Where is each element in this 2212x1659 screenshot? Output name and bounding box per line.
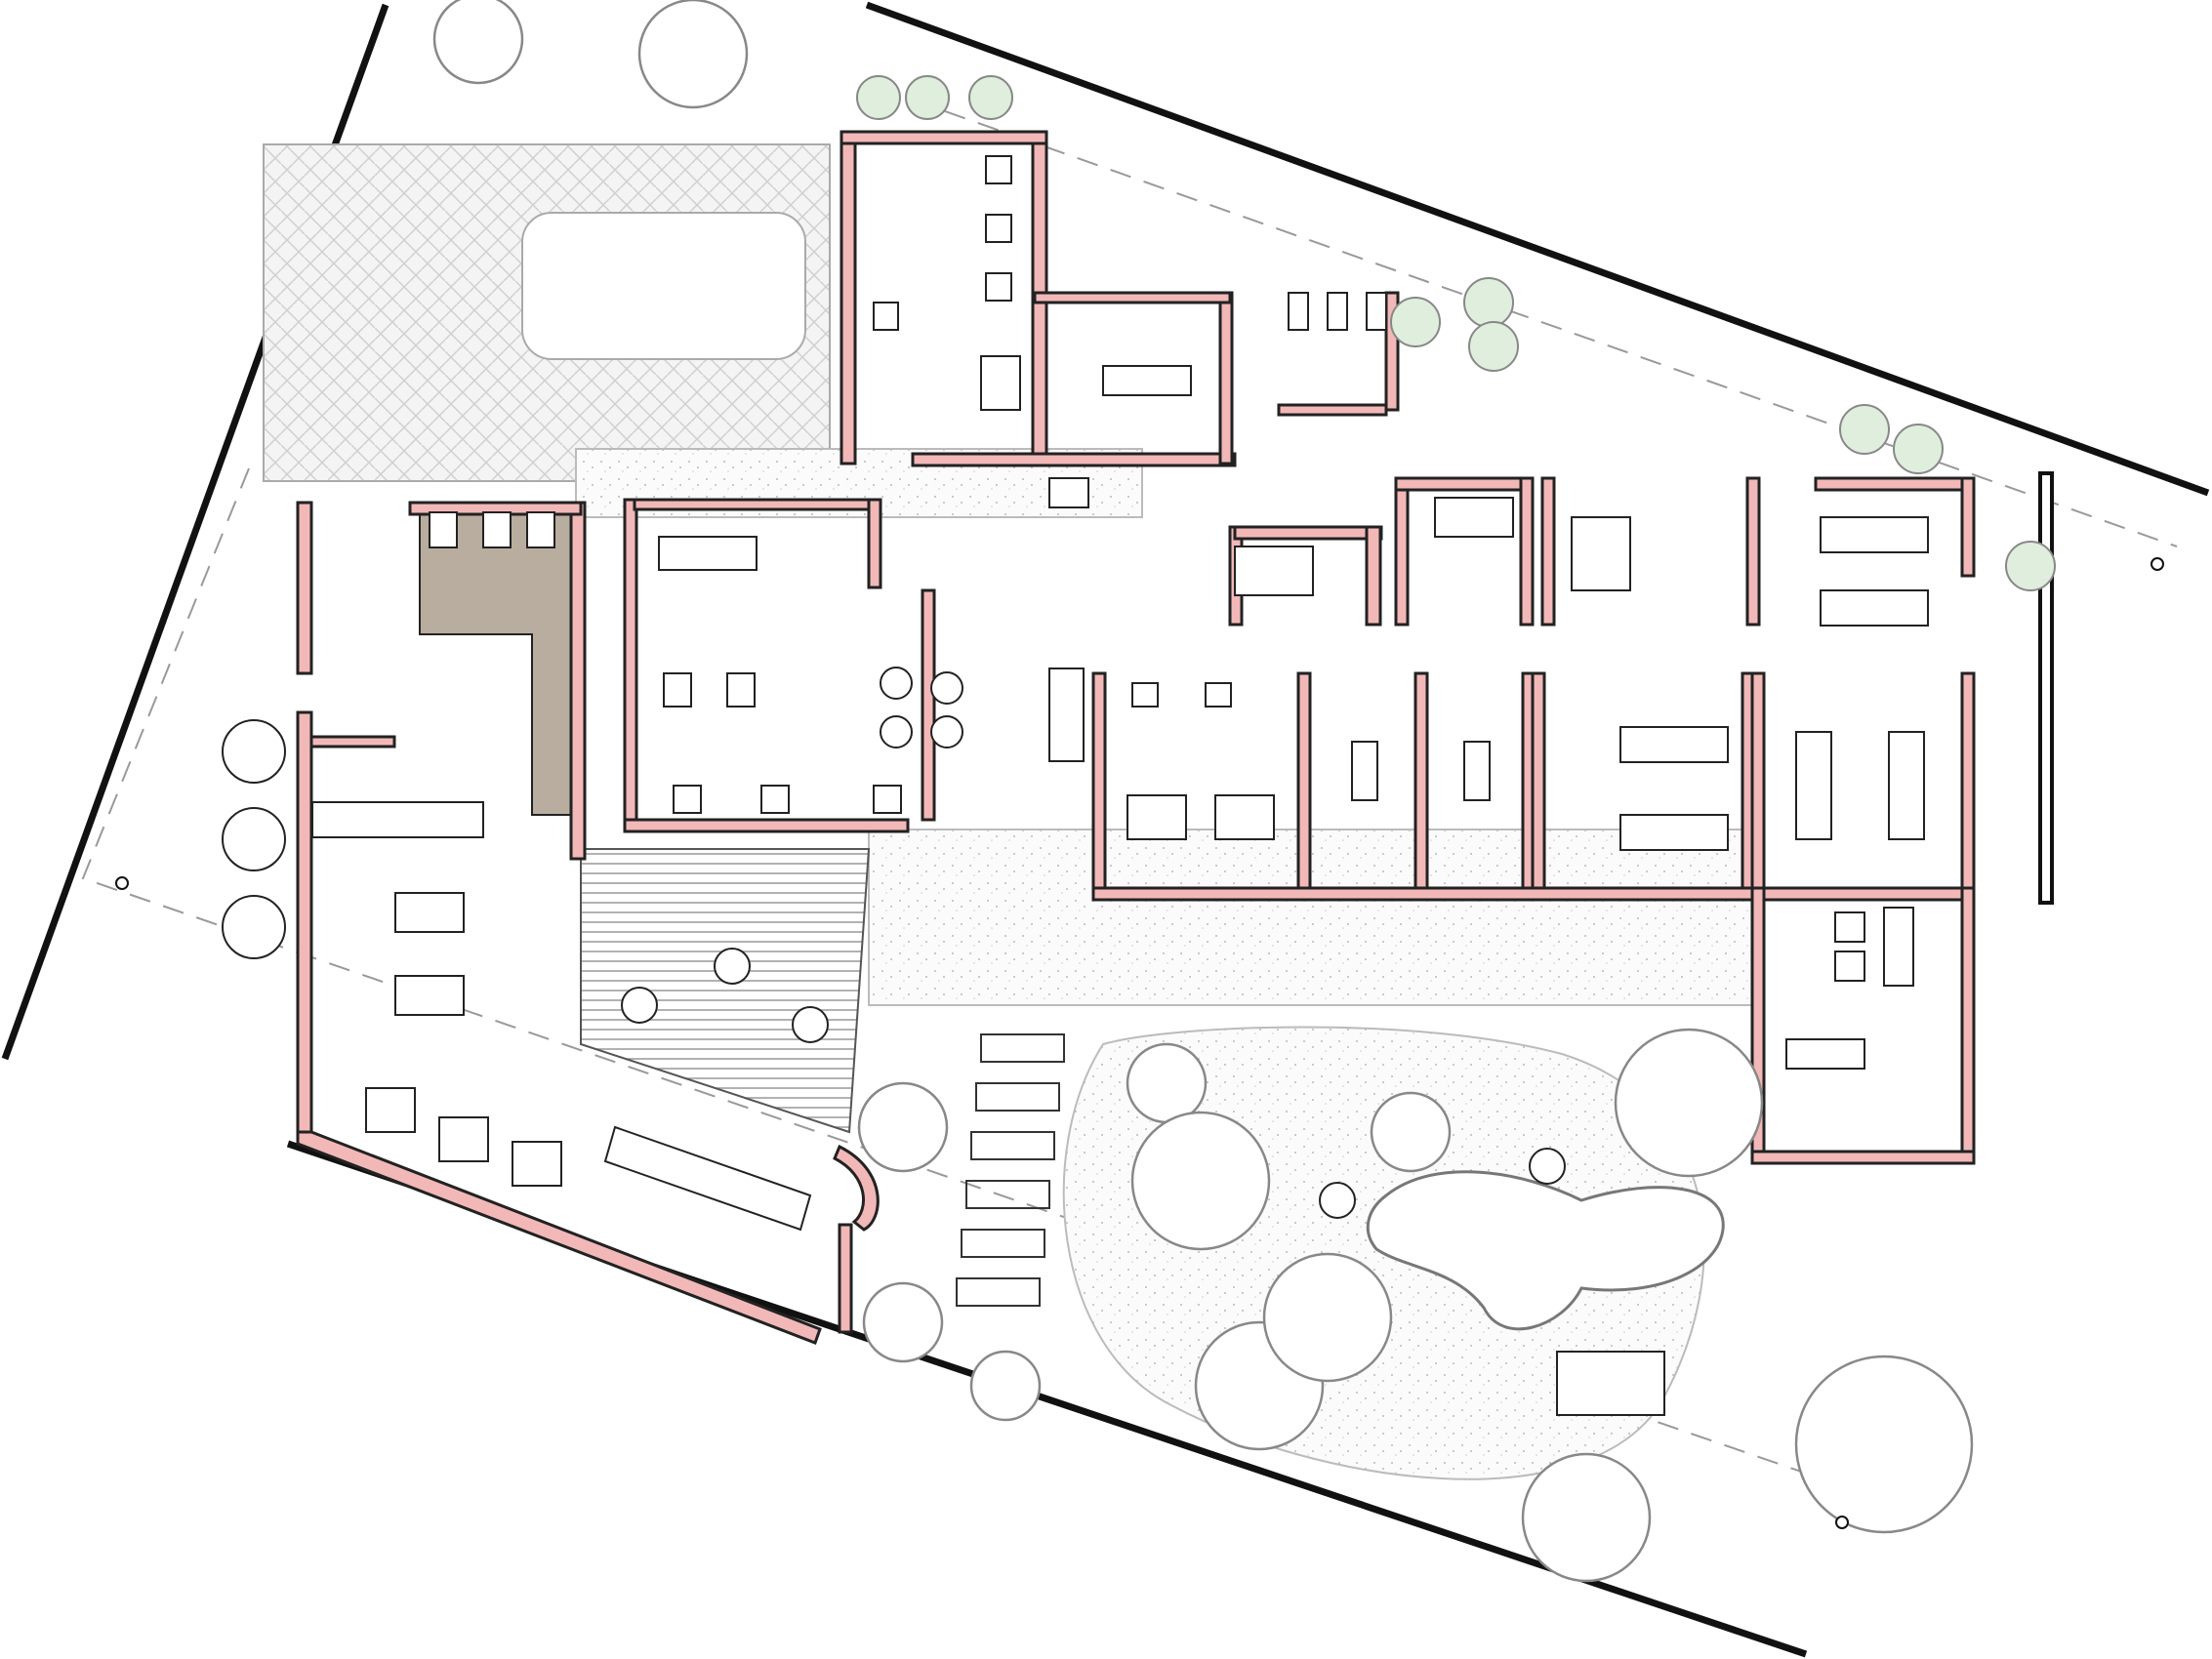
survey-points bbox=[115, 557, 2164, 1529]
stepping-stones bbox=[956, 1033, 1065, 1307]
parking-courtyard bbox=[263, 143, 831, 482]
building-walls bbox=[296, 130, 2054, 1345]
furniture bbox=[222, 155, 1929, 1232]
wet-area bbox=[419, 506, 577, 816]
trees bbox=[432, 0, 2056, 1583]
wood-deck bbox=[580, 848, 871, 1134]
outdoor-seating bbox=[621, 948, 1665, 1416]
pond bbox=[1366, 1170, 1725, 1331]
